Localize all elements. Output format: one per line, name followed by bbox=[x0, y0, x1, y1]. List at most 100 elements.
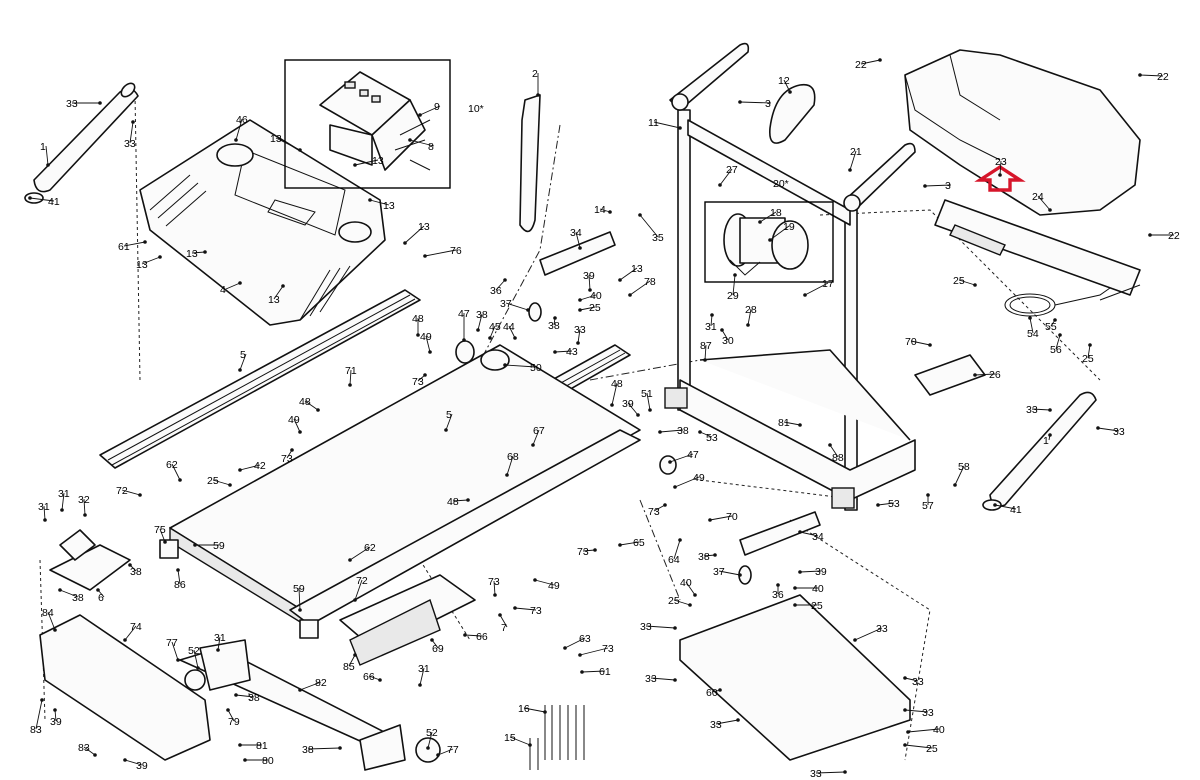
callout-point-c-58 bbox=[953, 483, 957, 487]
callout-leader-c-13a bbox=[275, 137, 301, 151]
callout-c-57: 57 bbox=[922, 500, 934, 512]
callout-c-26: 26 bbox=[989, 369, 1001, 381]
bolt-set bbox=[529, 705, 585, 770]
callout-c-48c: 48 bbox=[299, 396, 311, 408]
callout-leader-c-38c bbox=[659, 429, 684, 433]
callout-point-c-48b bbox=[610, 403, 614, 407]
callout-c-39a: 39 bbox=[583, 270, 595, 282]
callout-c-38b: 38 bbox=[476, 309, 488, 321]
callout-leader-c-22a bbox=[860, 59, 881, 65]
callout-point-c-78 bbox=[628, 293, 632, 297]
left-upright-handle bbox=[24, 82, 139, 204]
callout-c-51: 51 bbox=[641, 388, 653, 400]
callout-point-c-84 bbox=[53, 628, 57, 632]
callout-point-c-52b bbox=[426, 746, 430, 750]
callout-point-c-33c bbox=[576, 341, 580, 345]
callout-point-c-63 bbox=[563, 646, 567, 650]
callout-leader-c-75 bbox=[159, 528, 166, 543]
callout-point-c-33d bbox=[1048, 408, 1052, 412]
callout-c-85: 85 bbox=[343, 661, 355, 673]
callout-c-40d: 40 bbox=[812, 583, 824, 595]
callout-point-c-1b bbox=[1048, 433, 1052, 437]
callout-point-c-33j bbox=[903, 708, 907, 712]
callout-point-c-25d bbox=[228, 483, 232, 487]
callout-c-70a: 70 bbox=[905, 336, 917, 348]
callout-leader-c-72a bbox=[121, 489, 141, 496]
callout-c-16: 16 bbox=[518, 703, 530, 715]
callout-point-c-42 bbox=[238, 468, 242, 472]
callout-c-34a: 34 bbox=[570, 227, 582, 239]
callout-point-c-82 bbox=[298, 688, 302, 692]
callout-c-86: 86 bbox=[174, 579, 186, 591]
callout-point-c-67 bbox=[531, 443, 535, 447]
callout-leader-c-35 bbox=[639, 214, 659, 238]
callout-c-65: 65 bbox=[633, 537, 645, 549]
callout-leader-c-21 bbox=[849, 150, 857, 171]
callout-c-40a: 40 bbox=[590, 290, 602, 302]
callout-point-c-18 bbox=[758, 220, 762, 224]
callout-c-82: 82 bbox=[315, 677, 327, 689]
callout-c-61a: 61 bbox=[118, 241, 130, 253]
callout-point-c-30 bbox=[720, 328, 724, 332]
callout-leader-c-83a bbox=[35, 699, 43, 730]
callout-point-c-70b bbox=[708, 518, 712, 522]
callout-c-22b: 22 bbox=[1157, 71, 1169, 83]
callout-point-c-13e bbox=[203, 250, 207, 254]
callout-c-44: 44 bbox=[503, 321, 515, 333]
callout-point-c-83a bbox=[40, 698, 44, 702]
callout-point-c-85 bbox=[353, 653, 357, 657]
callout-c-81a: 81 bbox=[778, 417, 790, 429]
callout-point-c-31e bbox=[216, 648, 220, 652]
callout-c-60: 60 bbox=[706, 687, 718, 699]
callout-leader-c-8 bbox=[409, 139, 435, 147]
hood-bracket bbox=[934, 199, 1141, 296]
callout-point-c-33b bbox=[131, 120, 135, 124]
callout-c-1a: 1 bbox=[40, 141, 46, 153]
callout-point-c-74 bbox=[123, 638, 127, 642]
callout-leader-c-28 bbox=[747, 308, 752, 326]
callout-leader-c-58 bbox=[954, 465, 965, 486]
callout-c-70b: 70 bbox=[726, 511, 738, 523]
callout-c-33i: 33 bbox=[912, 676, 924, 688]
callout-c-71: 71 bbox=[345, 365, 357, 377]
rear-frame bbox=[39, 614, 441, 771]
callout-c-23: 23 bbox=[995, 156, 1007, 168]
callout-c-22c: 22 bbox=[1168, 230, 1180, 242]
callout-point-c-12 bbox=[788, 90, 792, 94]
callout-c-73e: 73 bbox=[488, 576, 500, 588]
callout-point-c-73c bbox=[663, 503, 667, 507]
callout-c-55: 55 bbox=[1045, 321, 1057, 333]
callout-leader-c-13c bbox=[369, 199, 390, 206]
callout-leader-c-33b bbox=[129, 121, 134, 144]
callout-c-38e: 38 bbox=[130, 566, 142, 578]
callout-leader-c-87 bbox=[704, 344, 707, 361]
callout-c-69: 69 bbox=[432, 643, 444, 655]
callout-leader-c-33k bbox=[715, 719, 739, 725]
power-cord bbox=[1004, 284, 1141, 317]
callout-point-c-77b bbox=[436, 753, 440, 757]
callout-point-c-49b bbox=[298, 430, 302, 434]
callout-point-c-61b bbox=[580, 670, 584, 674]
callout-point-c-80 bbox=[243, 758, 247, 762]
callout-c-38a: 38 bbox=[548, 320, 560, 332]
callout-c-33e: 33 bbox=[1113, 426, 1125, 438]
callout-leader-c-13h bbox=[619, 267, 638, 281]
callout-leader-c-5a bbox=[239, 353, 247, 371]
callout-point-c-62a bbox=[178, 478, 182, 482]
callout-point-c-38f bbox=[58, 588, 62, 592]
callout-leader-c-39b bbox=[627, 402, 639, 416]
callout-c-8: 8 bbox=[428, 141, 434, 153]
callout-leader-c-78 bbox=[629, 280, 651, 296]
callout-c-15: 15 bbox=[504, 732, 516, 744]
callout-c-68: 68 bbox=[507, 451, 519, 463]
callout-point-c-81a bbox=[798, 423, 802, 427]
callout-leader-c-62b bbox=[349, 546, 371, 561]
rear-roller bbox=[49, 529, 131, 591]
callout-point-c-31c bbox=[43, 518, 47, 522]
callout-leader-c-3b bbox=[924, 184, 952, 187]
callout-leader-c-86 bbox=[177, 569, 181, 585]
callout-leader-c-41a bbox=[29, 197, 55, 202]
callout-leader-c-59b bbox=[298, 587, 301, 611]
callout-c-5b: 5 bbox=[446, 409, 452, 421]
